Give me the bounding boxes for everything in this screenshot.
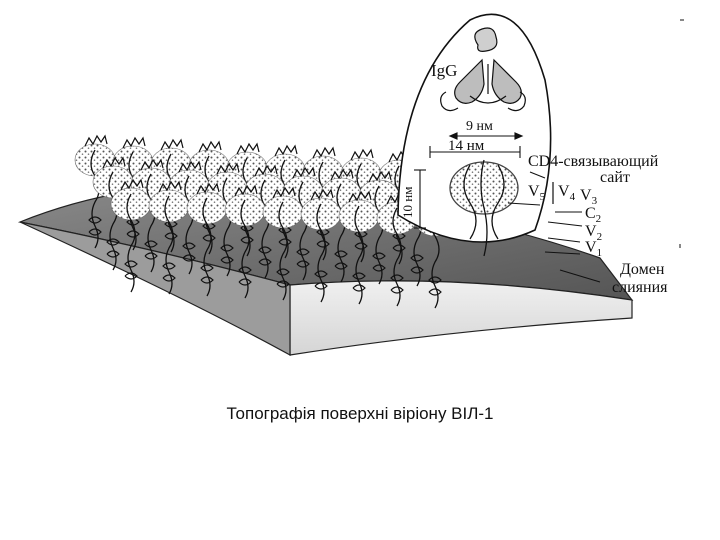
hiv-virion-surface-diagram: IgG 9 нм 14 нм 10 нм CD4-связывающий сай…	[17, 13, 684, 357]
envelope-spike	[224, 184, 266, 299]
region-v5: V5	[528, 183, 546, 203]
cd4-binding-site-label: CD4-связывающий	[528, 153, 659, 170]
envelope-spikes	[74, 134, 456, 309]
inset-spike	[449, 159, 519, 257]
cd4-binding-site-label-line2: сайт	[600, 169, 630, 186]
region-v4: V4	[558, 183, 576, 203]
region-v1: V1	[585, 239, 602, 259]
envelope-spike	[262, 186, 304, 301]
igg-label: IgG	[431, 61, 457, 80]
region-c2: C2	[585, 205, 601, 225]
envelope-spike	[300, 188, 342, 303]
figure-caption: Топографія поверхні віріону ВІЛ-1	[226, 404, 494, 423]
membrane-left-face	[19, 221, 291, 357]
igg-molecule	[440, 27, 526, 112]
dimension-9nm: 9 нм	[466, 119, 493, 134]
dimension-10nm: 10 нм	[400, 187, 415, 218]
region-v3: V3	[580, 187, 598, 207]
region-v2: V2	[585, 223, 602, 243]
fusion-domain-label: Домен	[620, 261, 665, 278]
envelope-spike	[338, 190, 380, 305]
fusion-domain-label-line2: слияния	[612, 279, 668, 296]
dimension-14nm: 14 нм	[448, 138, 485, 154]
igg-inset: IgG 9 нм 14 нм 10 нм CD4-связывающий сай…	[397, 13, 668, 296]
region-leaders	[507, 171, 601, 283]
dimension-markers	[414, 132, 524, 229]
